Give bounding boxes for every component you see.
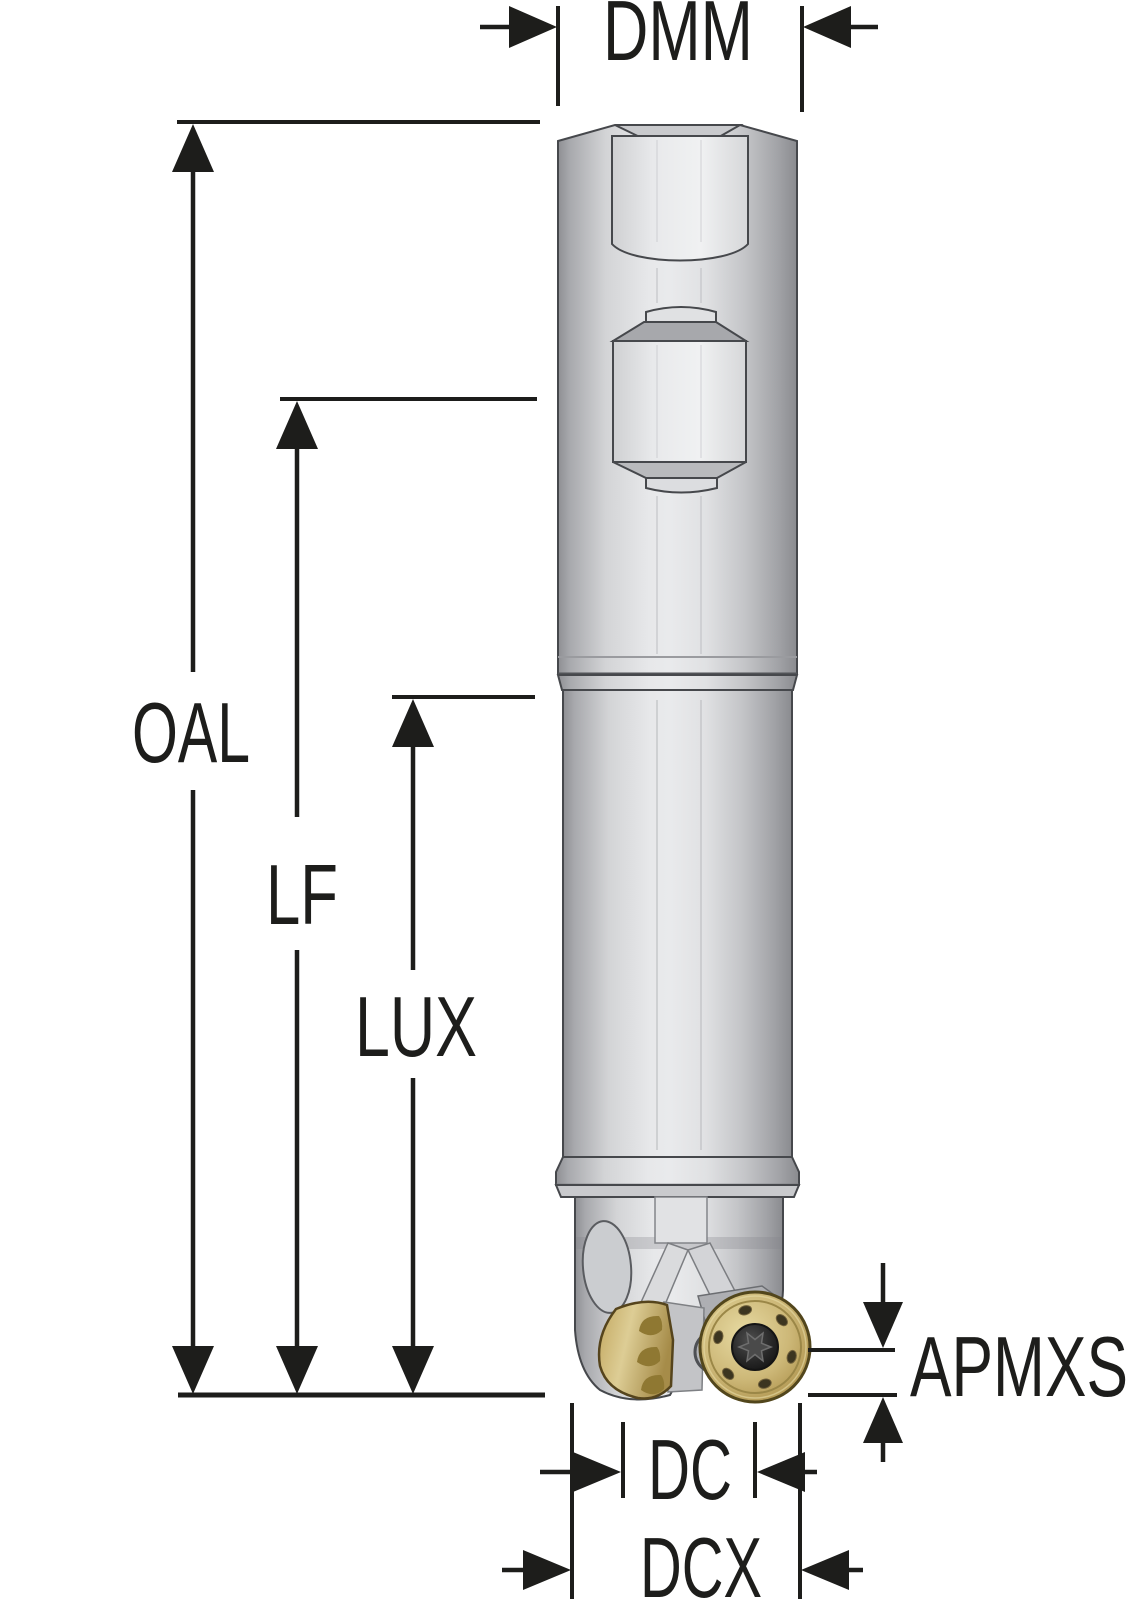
dimension-lf: LF [266,397,537,1394]
dimension-dmm: DMM [480,0,878,112]
dmm-arrow-right [803,6,851,48]
insert-dimples [713,1305,797,1389]
weldon-flat-upper [611,135,749,262]
weldon-flat-lower [609,306,750,494]
dimension-apmxs: APMXS [808,1263,1128,1462]
oal-arrow-up [172,124,214,172]
lf-label: LF [266,848,338,943]
dc-arrow-left [573,1452,621,1492]
lux-label: LUX [355,980,477,1075]
apmxs-arrow-up [863,1397,903,1443]
insert-left [597,1300,675,1400]
insert-right [698,1290,812,1404]
oal-arrow-down [172,1346,214,1394]
lux-arrow-down [392,1346,434,1394]
insert-left-notch [639,1315,663,1336]
lf-arrow-up [276,401,318,449]
tool-illustration [554,124,812,1404]
insert-left-notch [637,1346,661,1367]
apmxs-label: APMXS [910,1320,1128,1415]
dc-label: DC [648,1423,732,1518]
dimension-oal: OAL [132,120,540,1394]
oal-label: OAL [132,686,250,781]
torx-screw [731,1323,779,1371]
torx-star [736,1331,774,1363]
dmm-arrow-left [509,6,557,48]
flute-relief [581,1220,633,1314]
dimension-lux: LUX [355,695,535,1394]
insert-left-notch [641,1374,665,1395]
dcx-arrow-right [801,1550,849,1590]
dimension-dcx: DCX [502,1403,863,1600]
dcx-label: DCX [640,1521,762,1600]
cutter-head-collar [554,1156,801,1198]
dmm-label: DMM [603,0,753,79]
lf-arrow-down [276,1346,318,1394]
dc-arrow-right [757,1452,805,1492]
dimension-dc: DC [540,1422,817,1518]
dcx-arrow-left [523,1550,571,1590]
apmxs-arrow-down [863,1302,903,1348]
tool-body [562,689,793,1158]
lux-arrow-up [392,699,434,747]
head-center-tab [654,1196,708,1244]
